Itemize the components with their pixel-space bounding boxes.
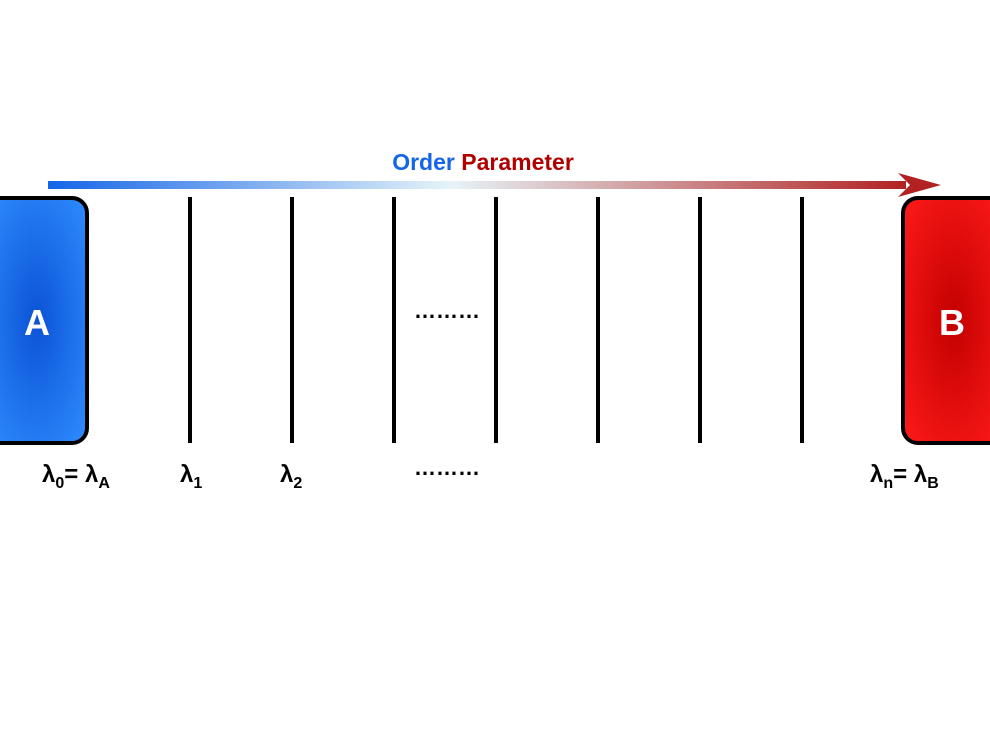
lambda2-symbol: λ	[280, 461, 293, 488]
lambdaA-subscript: A	[98, 475, 110, 492]
label-lambda2: λ2	[280, 461, 302, 492]
title-word-order: Order	[392, 149, 455, 175]
order-parameter-arrow-head	[898, 173, 941, 197]
lambdan-symbol: λ	[870, 461, 883, 488]
state-b-box: B	[901, 196, 990, 445]
order-parameter-title: Order Parameter	[392, 149, 574, 175]
title-word-parameter: Parameter	[461, 149, 574, 175]
lambda0-subscript: 0	[55, 475, 64, 492]
lambdan-equals: =	[893, 461, 914, 488]
lambda1-symbol: λ	[180, 461, 193, 488]
state-a-label: A	[24, 302, 50, 343]
state-a-box: A	[0, 196, 89, 445]
lambda1-subscript: 1	[193, 475, 202, 492]
state-b-label: B	[939, 302, 965, 343]
order-parameter-arrow-shaft	[48, 181, 906, 189]
label-lambda0-eq-lambdaA: λ0= λA	[42, 461, 110, 492]
lambdaB-subscript: B	[927, 475, 939, 492]
ellipsis-bottom: ………	[414, 455, 480, 480]
label-lambda1: λ1	[180, 461, 202, 492]
label-lambdan-eq-lambdaB: λn= λB	[870, 461, 939, 492]
lambda0-symbol: λ	[42, 461, 55, 488]
ellipsis-top: ………	[414, 298, 480, 323]
lambda2-subscript: 2	[293, 475, 302, 492]
lambdaA-symbol: λ	[85, 461, 98, 488]
lambdan-subscript: n	[883, 475, 893, 492]
lambdaB-symbol: λ	[914, 461, 927, 488]
lambda0-equals: =	[64, 461, 85, 488]
